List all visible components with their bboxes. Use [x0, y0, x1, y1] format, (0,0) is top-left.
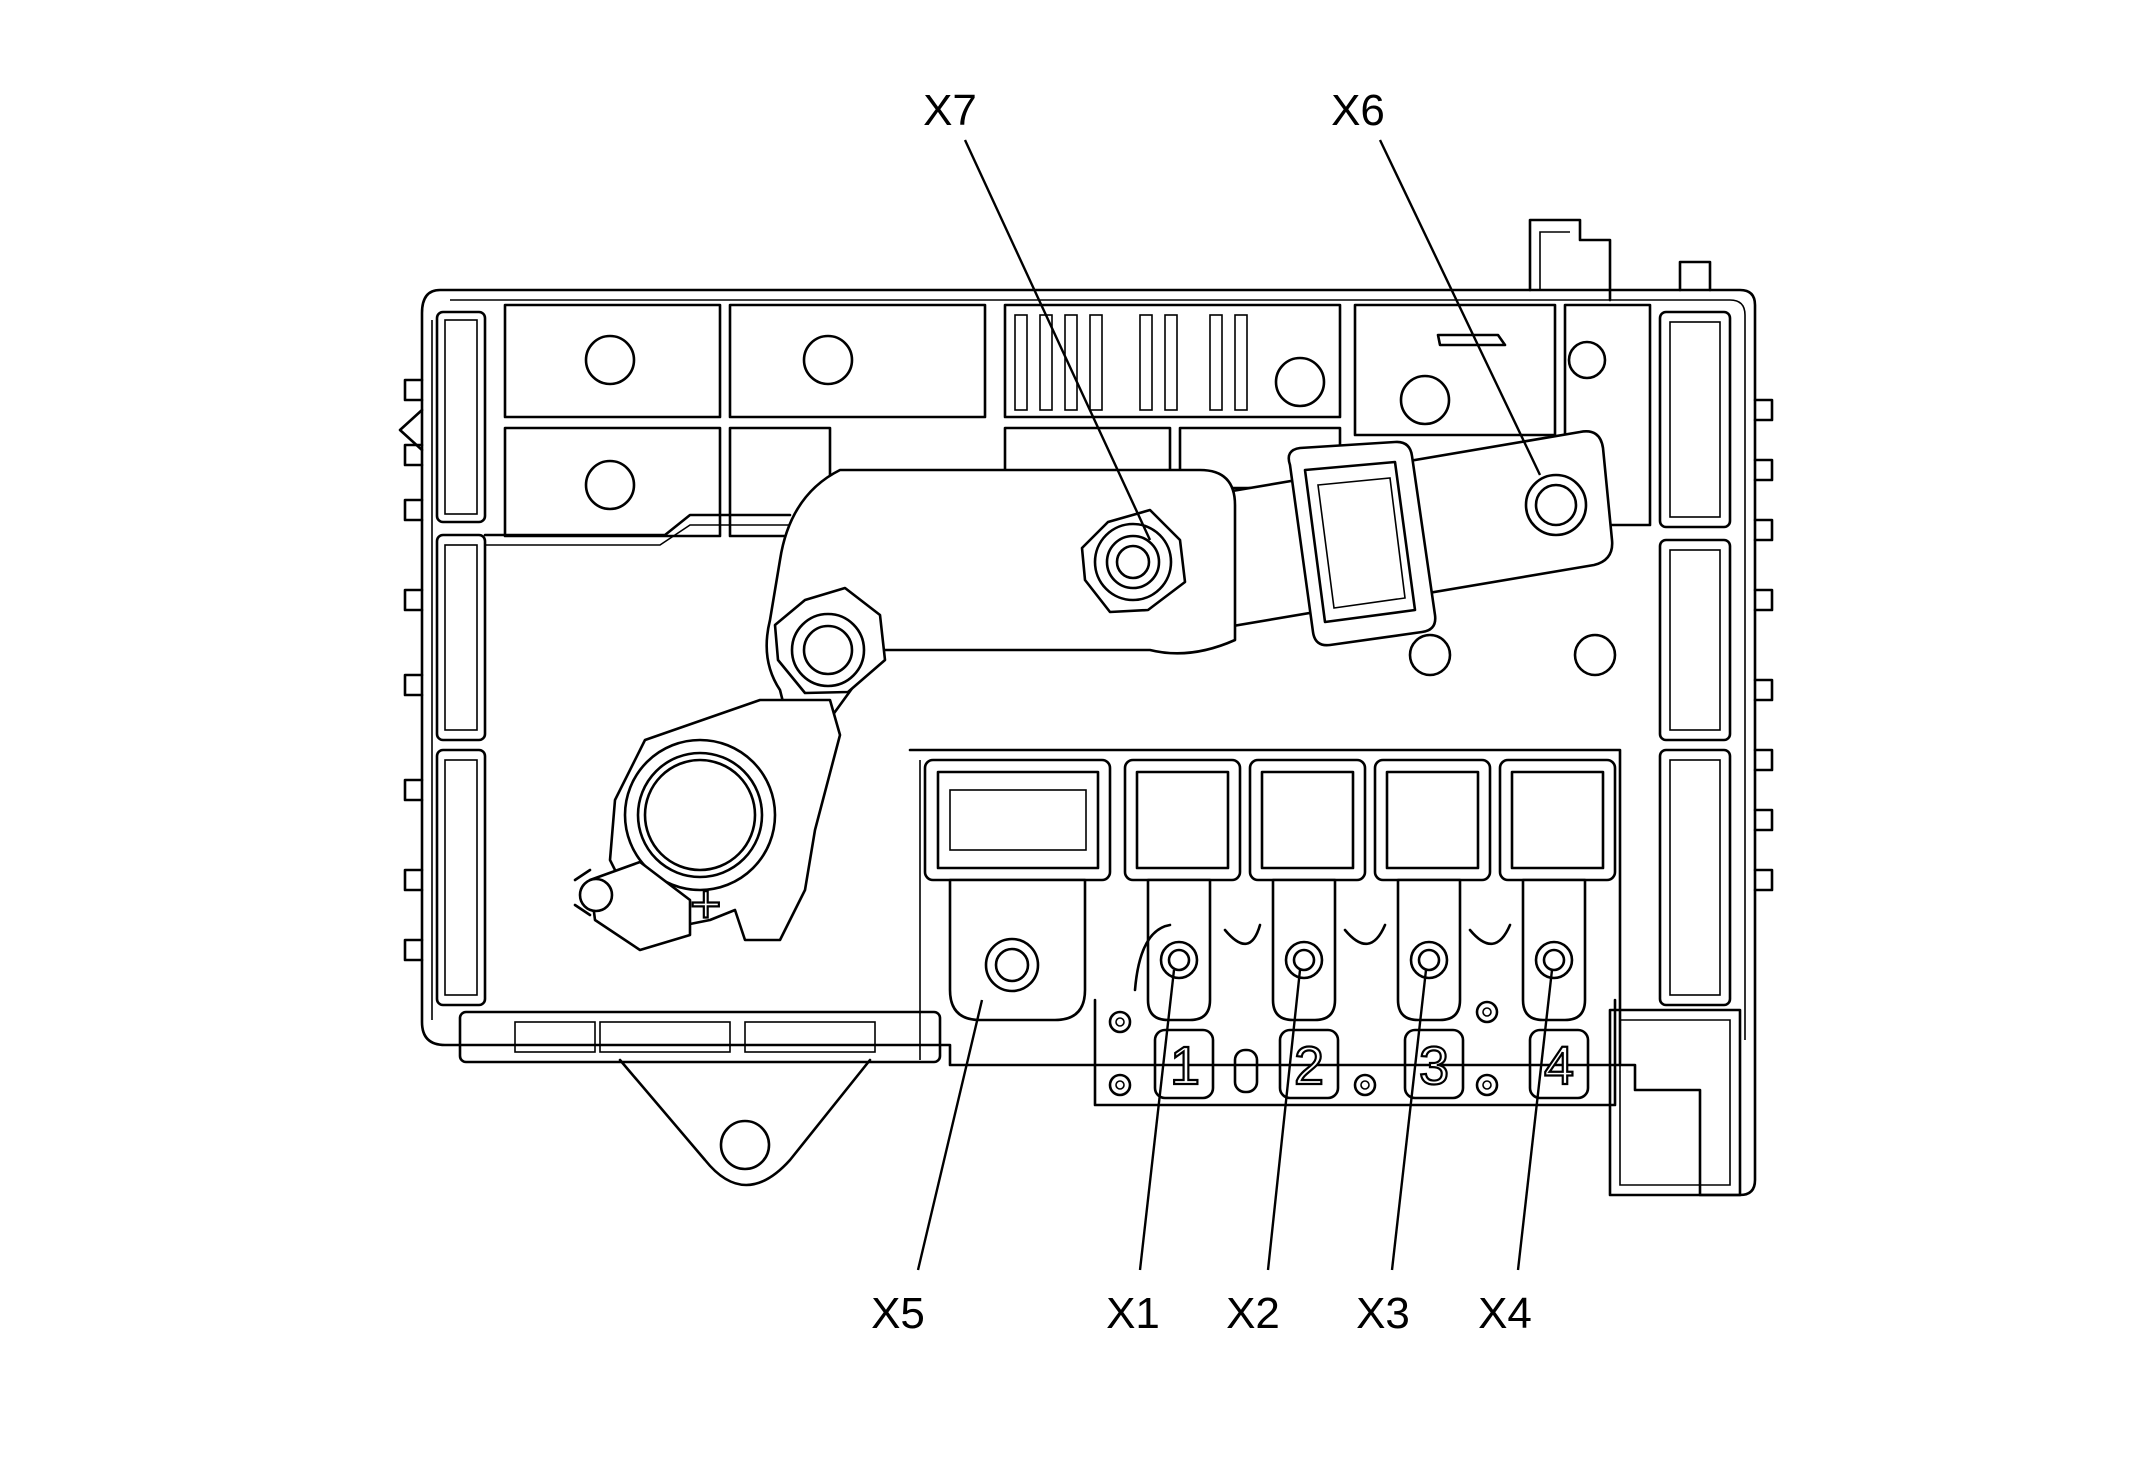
leader-lines: [916, 139, 1554, 1271]
polarity-mark: +: [690, 874, 722, 934]
fuse-x5: [923, 758, 1112, 882]
leader-x4: [1516, 969, 1554, 1271]
leader-x3: [1390, 969, 1428, 1271]
callout-x7: X7: [923, 86, 977, 135]
callout-labels: X7 X6 X5 X1 X2 X3 X4: [871, 86, 1532, 1338]
callout-x3: X3: [1356, 1289, 1410, 1338]
leader-x6: [1378, 139, 1542, 476]
terminal-number-1: 1: [1170, 1036, 1200, 1096]
fuse-x4: [1498, 758, 1617, 882]
fuse-row: 1 2 3 4: [908, 748, 1622, 1107]
leader-x7: [963, 139, 1152, 541]
callout-x4: X4: [1478, 1289, 1532, 1338]
mounting-hole: [719, 1119, 771, 1171]
battery-cable-bracket: +: [573, 430, 1614, 952]
callout-x6: X6: [1331, 86, 1385, 135]
leader-x2: [1266, 969, 1302, 1271]
terminal-number-2: 2: [1294, 1036, 1324, 1096]
housing: [398, 218, 1774, 1197]
callout-x1: X1: [1106, 1289, 1160, 1338]
terminal-number-4: 4: [1544, 1036, 1574, 1096]
fuse-x2: [1248, 758, 1367, 882]
leader-x1: [1138, 969, 1176, 1271]
fuse-x1: [1123, 758, 1242, 882]
callout-x5: X5: [871, 1289, 925, 1338]
callout-x2: X2: [1226, 1289, 1280, 1338]
fuse-x3: [1373, 758, 1492, 882]
terminal-number-3: 3: [1419, 1036, 1449, 1096]
leader-x5: [916, 999, 984, 1271]
